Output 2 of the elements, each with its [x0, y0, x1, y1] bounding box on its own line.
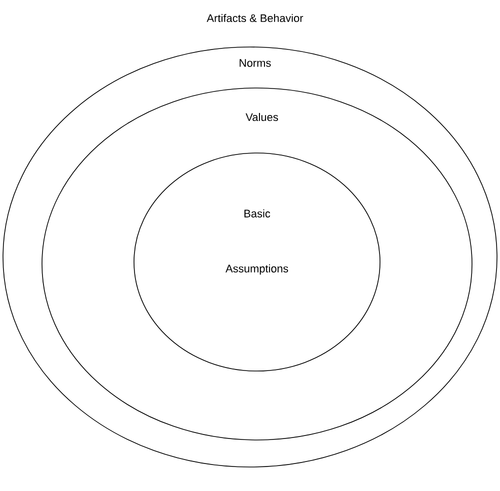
- heading: Artifacts & Behavior: [206, 14, 304, 22]
- ring: Basic Assumptions: [134, 152, 380, 372]
